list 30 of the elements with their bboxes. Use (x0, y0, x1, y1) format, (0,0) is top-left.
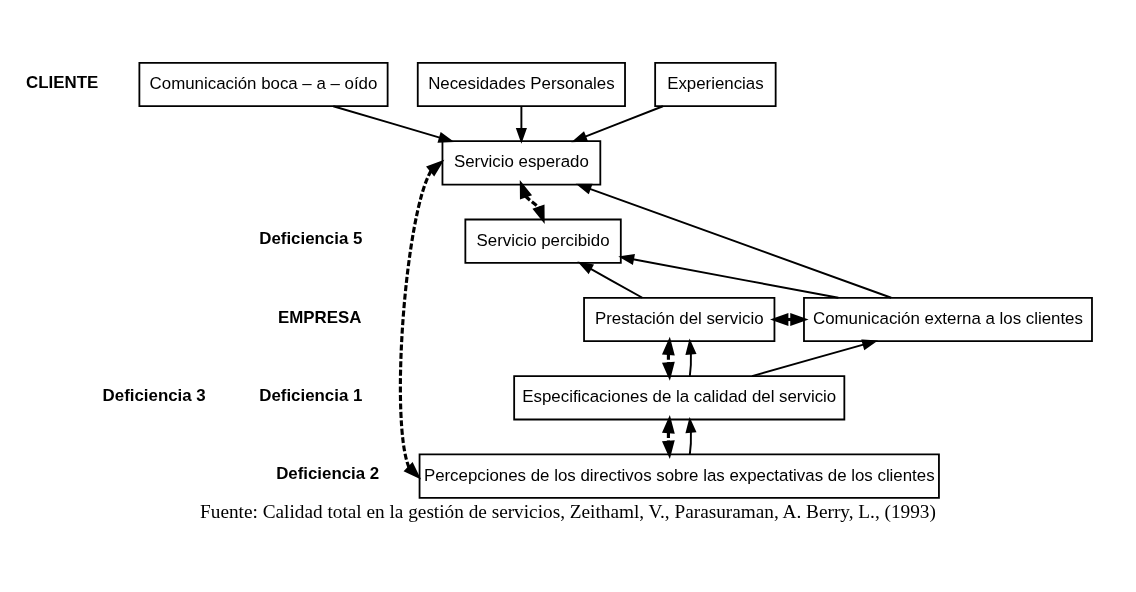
arrow (577, 261, 644, 299)
label: EMPRESA (277, 307, 362, 327)
arrow (685, 416, 697, 456)
arrow (519, 180, 545, 224)
arrow (661, 336, 675, 381)
arrow (685, 338, 697, 377)
arrow (398, 159, 445, 480)
arrow (618, 253, 840, 299)
node-box: Necesidades Personales (416, 61, 626, 108)
node-box: Experiencias (654, 61, 777, 108)
node-box: Servicio percibido (464, 218, 622, 264)
label: Deficiencia 2 (276, 464, 380, 484)
arrow (770, 313, 809, 326)
caption: Fuente: Calidad total en la gestión de servicios, Zeithaml, V., Parasuraman, A. Berry, L., (1993) (200, 501, 936, 523)
arrow (571, 105, 664, 143)
arrow (661, 415, 675, 459)
node-box: Prestación del servicio (583, 296, 776, 343)
node-box: Comunicación boca – a – oído (138, 61, 389, 108)
arrow (515, 105, 527, 144)
label: Deficiencia 3 (102, 386, 206, 406)
label: Deficiencia 5 (259, 229, 363, 249)
node-box: Servicio esperado (441, 140, 602, 186)
label: CLIENTE (26, 72, 99, 92)
arrow (332, 105, 455, 143)
arrow (575, 183, 893, 299)
node-box: Especificaciones de la calidad del servicio (513, 375, 846, 421)
label: Deficiencia 1 (259, 386, 363, 406)
arrow (751, 339, 879, 378)
node-box: Comunicación externa a los clientes (803, 296, 1093, 343)
node-box: Percepciones de los directivos sobre las expectativas de los clientes (418, 453, 940, 499)
